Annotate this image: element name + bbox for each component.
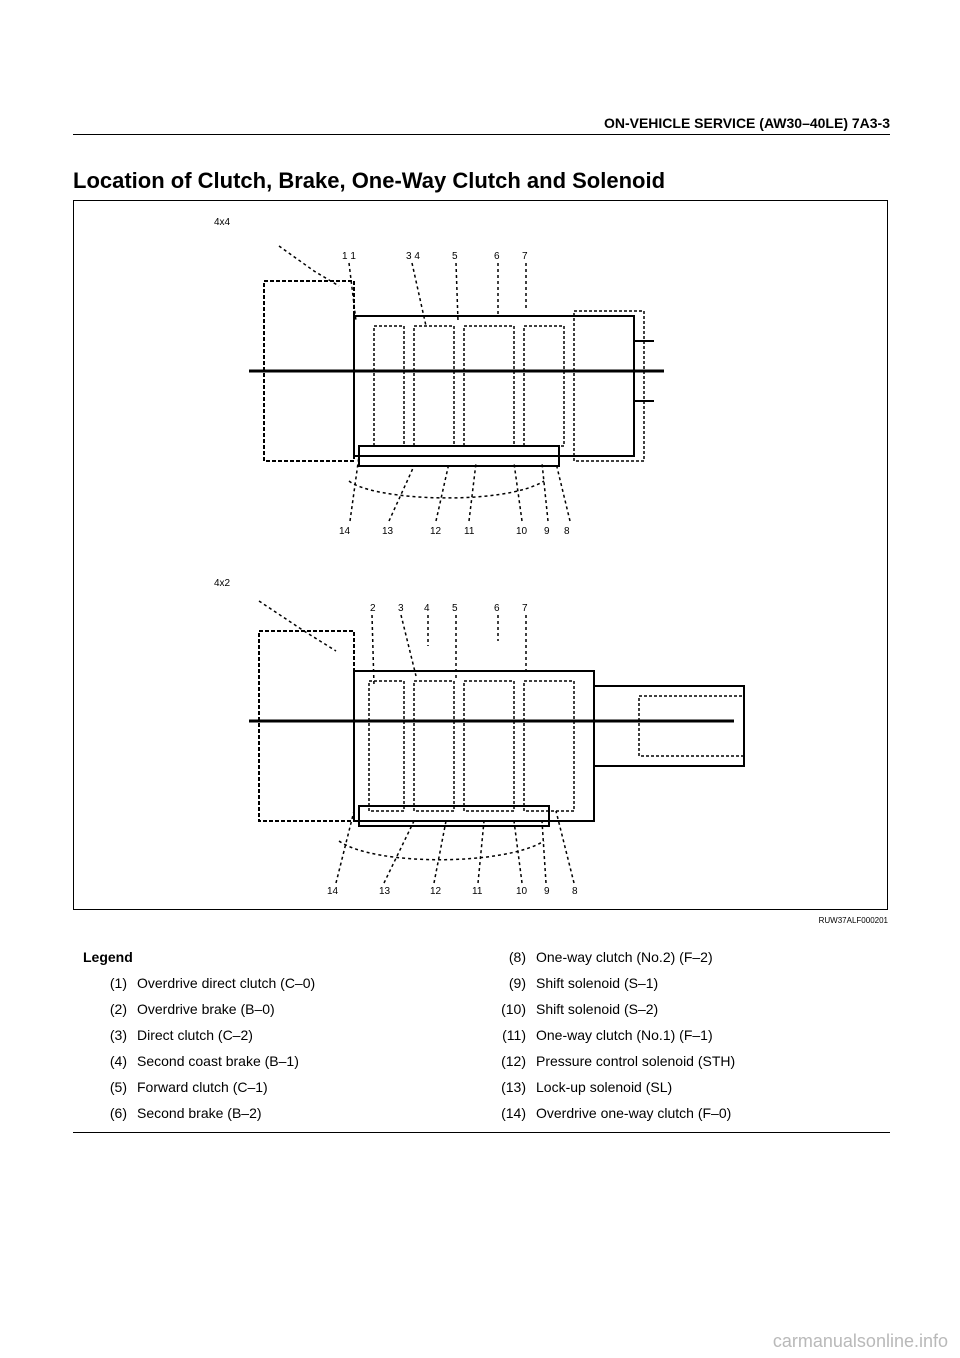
legend-num: (9): [508, 975, 526, 991]
callout: 10: [516, 886, 528, 897]
bottom-rule: [73, 1132, 890, 1133]
legend-text: Overdrive brake (B–0): [137, 1001, 275, 1017]
legend-text: One-way clutch (No.2) (F–2): [536, 949, 713, 965]
callout: 14: [327, 886, 339, 897]
legend-num: (8): [508, 949, 526, 965]
callout: 8: [564, 526, 570, 537]
callout: 6: [494, 603, 500, 614]
view-b-callouts-top: 2 3 4 5 6 7: [370, 603, 528, 614]
legend-text: Overdrive one-way clutch (F–0): [536, 1105, 732, 1121]
legend-item: (13) Lock-up solenoid (SL): [482, 1078, 882, 1104]
view-a-callouts-bottom: 14 13 12 11 10 9 8: [339, 526, 570, 537]
view-b-callouts-bottom: 14 13 12 11 10 9 8: [327, 886, 578, 897]
legend-text: Overdrive direct clutch (C–0): [137, 975, 316, 991]
view-a-leaders: [278, 245, 571, 522]
legend-right-column: (8) One-way clutch (No.2) (F–2) (9) Shift …: [482, 948, 882, 1130]
view-b-transmission: [249, 630, 745, 827]
legend-text: Pressure control solenoid (STH): [536, 1053, 736, 1069]
legend-num: (13): [501, 1079, 526, 1095]
page-header: ON-VEHICLE SERVICE (AW30–40LE) 7A3-3: [603, 115, 890, 131]
legend-item: (5) Forward clutch (C–1): [83, 1078, 473, 1104]
legend-num: (14): [501, 1105, 526, 1121]
callout: 4: [424, 603, 430, 614]
legend-num: (12): [501, 1053, 526, 1069]
callout: 6: [494, 251, 500, 262]
callout: 1 1: [342, 251, 356, 262]
legend-item: (12) Pressure control solenoid (STH): [482, 1052, 882, 1078]
legend-title: Legend: [83, 949, 133, 965]
page-title: Location of Clutch, Brake, One-Way Clutc…: [73, 168, 666, 193]
callout: 5: [452, 251, 458, 262]
legend-num: (1): [109, 975, 127, 991]
legend-item: (14) Overdrive one-way clutch (F–0): [482, 1104, 882, 1130]
legend-text: Shift solenoid (S–1): [536, 975, 659, 991]
view-b-leaders: [258, 600, 575, 884]
legend-num: (2): [109, 1001, 127, 1017]
legend-text: Shift solenoid (S–2): [536, 1001, 659, 1017]
callout: 11: [472, 886, 483, 897]
legend-num: (10): [501, 1001, 526, 1017]
callout: 9: [544, 526, 550, 537]
legend-num: (3): [109, 1027, 127, 1043]
diagram-svg: 4x4 1 1 3 4 5 6 7: [214, 217, 745, 897]
view-a-callouts-top: 1 1 3 4 5 6 7: [342, 251, 528, 262]
callout: 8: [572, 886, 578, 897]
legend-num: (6): [109, 1105, 127, 1121]
callout: 12: [430, 886, 442, 897]
callout: 10: [516, 526, 528, 537]
legend-item: (2) Overdrive brake (B–0): [83, 1000, 473, 1026]
callout: 3 4: [406, 251, 420, 262]
watermark: carmanualsonline.info: [772, 1331, 948, 1351]
legend-text: Second brake (B–2): [137, 1105, 262, 1121]
callout: 12: [430, 526, 442, 537]
transmission-diagram: 4x4 1 1 3 4 5 6 7: [73, 200, 888, 910]
callout: 13: [379, 886, 391, 897]
legend-item: (11) One-way clutch (No.1) (F–1): [482, 1026, 882, 1052]
callout: 5: [452, 603, 458, 614]
legend-item: (3) Direct clutch (C–2): [83, 1026, 473, 1052]
callout: 13: [382, 526, 394, 537]
callout: 7: [522, 251, 528, 262]
callout: 14: [339, 526, 351, 537]
legend-left-column: Legend (1)Overdrive direct clutch (C–0) …: [83, 948, 473, 1130]
callout: 3: [398, 603, 404, 614]
legend-item: (9) Shift solenoid (S–1): [482, 974, 882, 1000]
legend-item: (4) Second coast brake (B–1): [83, 1052, 473, 1078]
legend-item: (1) Overdrive direct clutch (C–0): [83, 974, 473, 1000]
legend-text: Direct clutch (C–2): [137, 1027, 253, 1043]
legend-num: (4): [109, 1053, 127, 1069]
view-b-label: 4x2: [214, 578, 231, 589]
view-a-transmission: [249, 280, 664, 467]
view-a-label: 4x4: [214, 217, 231, 228]
legend-text: Lock-up solenoid (SL): [536, 1079, 673, 1095]
legend-num: (5): [109, 1079, 127, 1095]
figure-code: RUW37ALF000201: [818, 916, 888, 925]
callout: 11: [464, 526, 475, 537]
callout: 9: [544, 886, 550, 897]
legend-text: Forward clutch (C–1): [137, 1079, 268, 1095]
callout: 2: [370, 603, 376, 614]
legend-text: One-way clutch (No.1) (F–1): [536, 1027, 713, 1043]
legend-item: (8) One-way clutch (No.2) (F–2): [482, 948, 882, 974]
legend-item: (6) Second brake (B–2): [83, 1104, 473, 1130]
callout: 7: [522, 603, 528, 614]
header-rule: [73, 134, 890, 135]
legend-item: (10) Shift solenoid (S–2): [482, 1000, 882, 1026]
legend-num: (11): [502, 1027, 526, 1043]
legend-text: Second coast brake (B–1): [137, 1053, 299, 1069]
